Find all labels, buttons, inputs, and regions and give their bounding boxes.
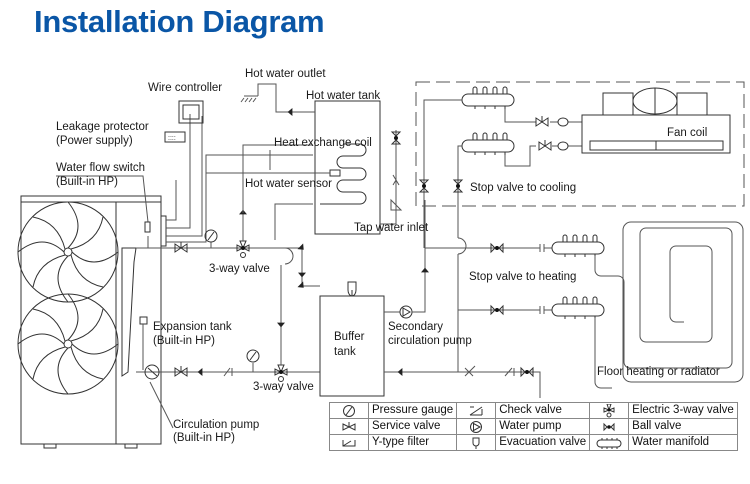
label-circulation-pump: Circulation pump [173,419,259,431]
water-manifold-icon [461,86,515,110]
ball-valve-icon [603,422,615,431]
label-circulation-pump-sub: (Built-in HP) [173,432,235,444]
service-valve-icon [535,115,549,127]
page-title: Installation Diagram [34,4,325,39]
electric-3-way-valve-icon [274,364,288,382]
pressure-gauge-icon [246,349,260,363]
legend-table: Pressure gauge Check valve Electric 3-wa… [329,402,738,451]
legend-row: Y-type filter Evacuation valve Water man… [329,434,738,451]
water-pump-icon [470,420,483,433]
label-water-flow-switch-sub: (Built-in HP) [56,176,118,188]
legend-label: Electric 3-way valve [628,402,738,419]
fan-icon [17,201,119,303]
label-stop-valve-cooling: Stop valve to cooling [470,182,576,194]
label-water-flow-switch: Water flow switch [56,162,145,174]
pressure-gauge-icon [204,229,218,243]
circulation-pump-icon [144,364,160,380]
legend-row: Pressure gauge Check valve Electric 3-wa… [329,402,738,419]
label-wire-controller: Wire controller [148,82,222,94]
check-valve-icon [469,406,483,415]
legend-label: Ball valve [628,418,738,435]
service-valve-icon [174,241,188,253]
label-hot-water-tank: Hot water tank [306,90,380,102]
water-manifold-icon [596,437,622,449]
label-hot-water-sensor: Hot water sensor [245,178,332,190]
electric-3-way-valve-icon [236,240,250,258]
svg-text:::::: :::: [168,135,176,142]
leakage-protector-icon [164,131,186,143]
label-stop-valve-heating: Stop valve to heating [469,271,576,283]
legend-row: Service valve Water pump Ball valve [329,418,738,435]
legend-label: Check valve [495,402,591,419]
label-floor-heating: Floor heating or radiator [597,366,720,378]
legend-label: Y-type filter [367,434,458,451]
label-3-way-valve-bottom: 3-way valve [253,381,314,393]
fan-coil-unit [581,87,731,154]
expansion-tank-icon [139,316,148,325]
legend-label: Water pump [495,418,591,435]
label-secondary-pump: Secondary [388,321,443,333]
label-tap-water-inlet: Tap water inlet [354,222,429,234]
evacuation-valve-icon [472,437,480,449]
service-valve-icon [342,421,356,431]
floor-heating-loop [594,221,744,389]
cooling-zone [415,81,745,207]
label-buffer-tank: Buffer [334,331,365,343]
water-manifold-icon [551,234,605,258]
label-secondary-pump-sub: circulation pump [388,335,472,347]
heat-pump-unit [17,195,167,449]
label-hot-water-outlet: Hot water outlet [245,68,326,80]
hot-water-tank [314,100,381,235]
water-flow-switch-icon [144,221,151,233]
evacuation-valve-icon [347,281,357,297]
y-type-filter-icon [342,439,356,446]
legend-label: Evacuation valve [495,434,591,451]
label-expansion-tank-sub: (Built-in HP) [153,335,215,347]
label-fan-coil: Fan coil [667,127,707,139]
label-buffer-tank-sub: tank [334,346,356,358]
electric-3-way-valve-icon [603,403,615,417]
water-manifold-icon [461,132,515,156]
wire-controller-icon [178,100,204,124]
legend-label: Water manifold [628,434,738,451]
pressure-gauge-icon [343,404,355,417]
legend-label: Pressure gauge [367,402,458,419]
service-valve-icon [538,139,552,151]
label-leakage-protector-sub: (Power supply) [56,135,133,147]
label-expansion-tank: Expansion tank [153,321,232,333]
label-heat-exchange-coil: Heat exchange coil [274,137,372,149]
heat-exchange-coil [320,143,367,205]
legend-label: Service valve [367,418,458,435]
fan-icon [17,293,119,395]
service-valve-icon [174,365,188,377]
label-3-way-valve-top: 3-way valve [209,263,270,275]
label-leakage-protector: Leakage protector [56,121,149,133]
hot-water-sensor-icon [329,169,341,177]
water-manifold-icon [551,296,605,320]
